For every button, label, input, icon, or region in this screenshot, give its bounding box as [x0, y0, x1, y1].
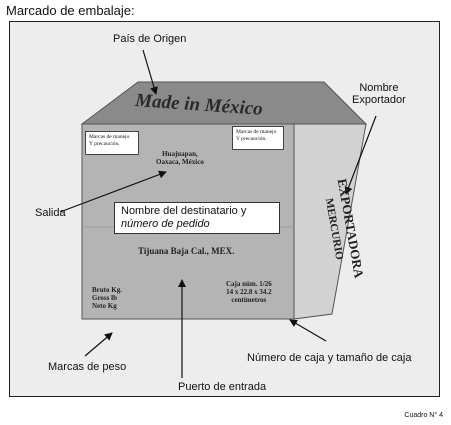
- handling-marks-left-line1: Marcas de manejo: [89, 134, 130, 140]
- handling-marks-left: Marcas de manejo Y precaución.: [85, 131, 139, 155]
- arrow-salida: [59, 170, 167, 213]
- weight-line3: Neto Kg: [92, 302, 117, 310]
- weight-marks: Bruto Kg. Gross lb Neto Kg: [92, 286, 122, 310]
- case-line1: Caja núm. 1/26: [226, 280, 272, 288]
- callout-nombre-exportador: Nombre Exportador: [352, 82, 406, 106]
- origin-address: Huajuapan, Oaxaca, México: [156, 150, 204, 166]
- origin-address-line1: Huajuapan,: [162, 150, 198, 158]
- port-of-entry-text: Tijuana Baja Cal., MEX.: [138, 246, 235, 256]
- callout-salida: Salida: [35, 207, 66, 219]
- handling-marks-right: Marcas de manejo Y precaución.: [232, 126, 284, 150]
- callout-pais-origen: País de Origen: [113, 33, 187, 45]
- callout-puerto-entrada: Puerto de entrada: [178, 381, 267, 393]
- case-line3: centímetros: [231, 296, 267, 304]
- box-right-face: [293, 123, 367, 320]
- callout-nombre-exportador-line2: Exportador: [352, 94, 406, 106]
- recipient-line1: Nombre del destinatario y: [121, 205, 247, 217]
- figure-caption: Cuadro N° 4: [404, 412, 443, 419]
- weight-line1: Bruto Kg.: [92, 286, 122, 294]
- arrow-pais-origen: [142, 49, 158, 95]
- arrow-numero-caja: [289, 319, 327, 342]
- page-heading: Marcado de embalaje:: [6, 3, 135, 18]
- handling-marks-right-line1: Marcas de manejo: [236, 129, 277, 135]
- weight-line2: Gross lb: [92, 294, 117, 302]
- arrow-nombre-exportador: [344, 115, 377, 195]
- case-number-size: Caja núm. 1/26 14 x 22.8 x 34.2 centímet…: [226, 280, 272, 304]
- handling-marks-right-line2: Y precaución.: [236, 136, 267, 142]
- recipient-line2: número de pedido: [121, 218, 210, 230]
- case-line2: 14 x 22.8 x 34.2: [226, 288, 272, 296]
- box-diagram: [59, 49, 377, 378]
- arrow-marcas-peso: [84, 332, 113, 357]
- recipient-label-box: Nombre del destinatario y número de pedi…: [114, 202, 280, 234]
- callout-marcas-peso: Marcas de peso: [48, 361, 127, 373]
- callout-nombre-exportador-line1: Nombre: [359, 82, 399, 94]
- figure-frame: Made in México EXPORTADORA MERCURIO Marc…: [9, 21, 440, 397]
- handling-marks-left-line2: Y precaución.: [89, 141, 120, 147]
- callout-numero-caja: Número de caja y tamaño de caja: [247, 352, 412, 364]
- origin-address-line2: Oaxaca, México: [156, 158, 204, 166]
